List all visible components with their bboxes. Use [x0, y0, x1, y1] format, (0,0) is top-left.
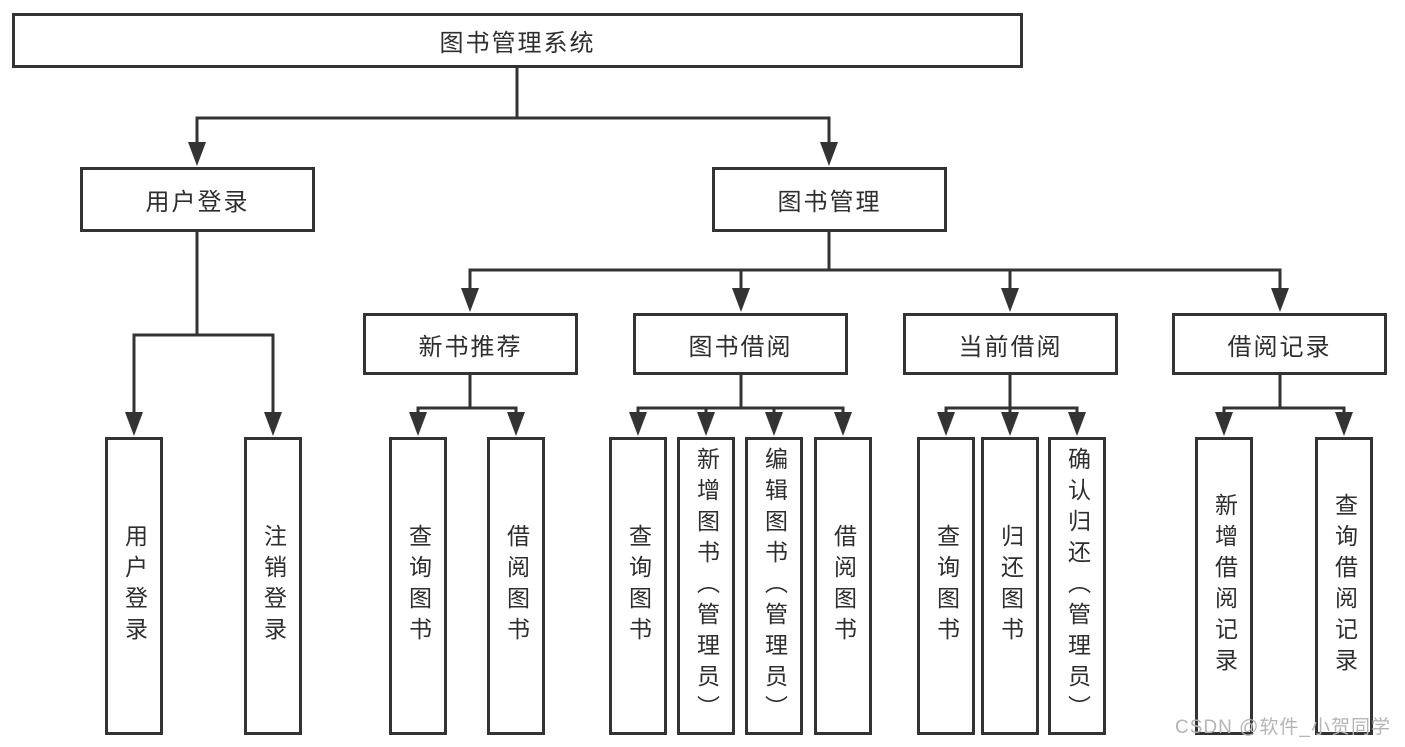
watermark: CSDN @软件_小贺同学 [1175, 717, 1391, 738]
node-label: 确认归还（管理员） [1064, 446, 1091, 726]
node-label: 用户登录 [145, 189, 250, 216]
node-label: 查询图书 [933, 524, 960, 648]
node-label: 查询借阅记录 [1331, 493, 1358, 679]
arrow-down-icon [937, 412, 955, 436]
node-root-system: 图书管理系统 [12, 13, 1023, 68]
node-label: 借阅记录 [1227, 333, 1332, 361]
node-leaf-user-login: 用户登录 [105, 437, 163, 735]
connector-newbookrec-to-leaves [416, 375, 518, 418]
arrow-down-icon [409, 412, 427, 436]
node-leaf-query-books-2: 查询图书 [609, 437, 667, 735]
node-label: 新书推荐 [418, 333, 523, 361]
node-label: 新增图书（管理员） [693, 446, 720, 726]
node-leaf-add-borrow-record: 新增借阅记录 [1195, 437, 1253, 735]
node-leaf-borrow-books-2: 借阅图书 [814, 437, 872, 735]
arrow-down-icon [507, 412, 525, 436]
node-label: 图书管理系统 [439, 30, 596, 57]
arrow-down-icon [732, 288, 750, 312]
node-leaf-confirm-return-admin: 确认归还（管理员） [1048, 437, 1106, 735]
connector-bookborrow-to-leaves [636, 375, 845, 418]
node-label: 用户登录 [121, 524, 148, 648]
arrow-down-icon [1215, 412, 1233, 436]
arrow-down-icon [264, 412, 282, 436]
connector-currentborrow-to-leaves [944, 375, 1079, 418]
node-book-borrowing: 图书借阅 [633, 313, 848, 375]
arrow-down-icon [188, 142, 206, 166]
node-current-borrowing: 当前借阅 [903, 313, 1118, 375]
node-leaf-query-books-1: 查询图书 [389, 437, 447, 735]
node-leaf-return-books: 归还图书 [981, 437, 1039, 735]
node-label: 借阅图书 [503, 524, 530, 648]
node-label: 图书管理 [777, 189, 882, 216]
node-label: 查询图书 [405, 524, 432, 648]
node-label: 新增借阅记录 [1211, 493, 1238, 679]
node-leaf-add-books-admin: 新增图书（管理员） [677, 437, 735, 735]
node-leaf-query-borrow-record: 查询借阅记录 [1315, 437, 1373, 735]
node-leaf-borrow-books-1: 借阅图书 [487, 437, 545, 735]
node-label: 编辑图书（管理员） [761, 446, 788, 726]
node-leaf-edit-books-admin: 编辑图书（管理员） [745, 437, 803, 735]
arrow-down-icon [834, 412, 852, 436]
node-borrowing-records: 借阅记录 [1172, 313, 1387, 375]
arrow-down-icon [1001, 288, 1019, 312]
arrow-down-icon [765, 412, 783, 436]
arrow-down-icon [125, 412, 143, 436]
node-new-book-recommendation: 新书推荐 [363, 313, 578, 375]
node-label: 查询图书 [625, 524, 652, 648]
node-user-login-branch: 用户登录 [80, 167, 315, 232]
arrow-down-icon [1068, 412, 1086, 436]
node-book-management-branch: 图书管理 [712, 167, 947, 232]
node-label: 当前借阅 [958, 333, 1063, 361]
node-leaf-query-books-3: 查询图书 [917, 437, 975, 735]
arrow-down-icon [1335, 412, 1353, 436]
arrow-down-icon [1001, 412, 1019, 436]
node-label: 归还图书 [997, 524, 1024, 648]
arrow-down-icon [820, 142, 838, 166]
arrow-down-icon [1271, 288, 1289, 312]
connector-borrowrecords-to-leaves [1222, 375, 1346, 418]
connector-userlogin-to-leaves [132, 232, 275, 416]
connector-bookmgmt-to-level2 [468, 232, 1282, 292]
connector-root-to-level1 [195, 68, 831, 146]
arrow-down-icon [461, 288, 479, 312]
node-label: 注销登录 [260, 524, 287, 648]
node-label: 借阅图书 [830, 524, 857, 648]
arrow-down-icon [697, 412, 715, 436]
arrow-down-icon [629, 412, 647, 436]
node-leaf-logout: 注销登录 [244, 437, 302, 735]
node-label: 图书借阅 [688, 333, 793, 361]
